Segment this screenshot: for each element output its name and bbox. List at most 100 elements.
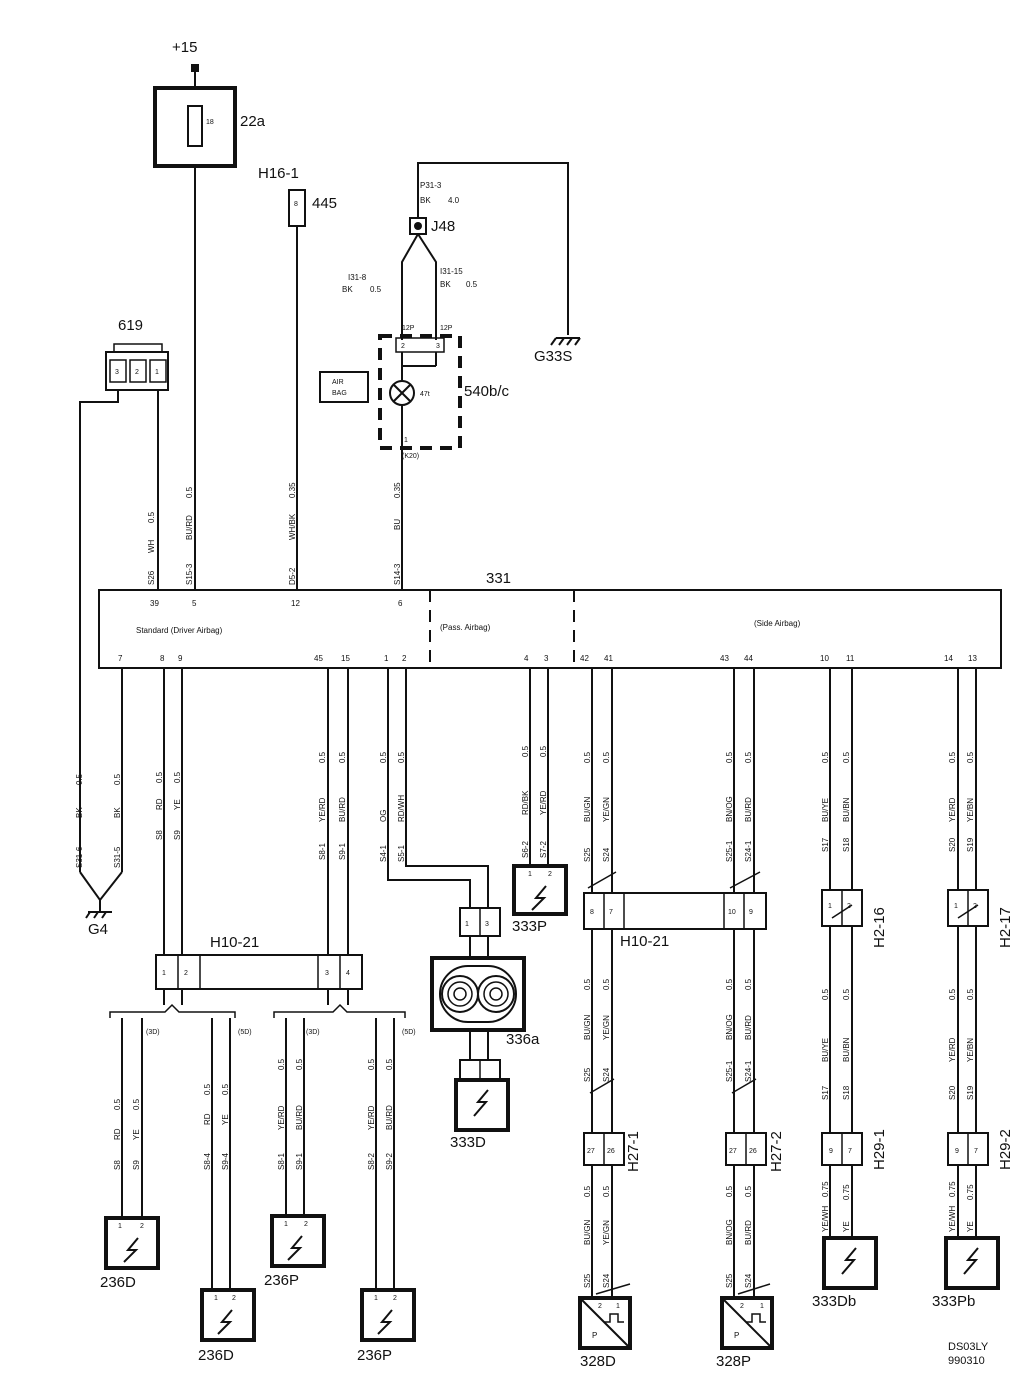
svg-text:H27-2: H27-2 bbox=[768, 1131, 785, 1172]
svg-text:S7-2: S7-2 bbox=[539, 841, 548, 858]
svg-text:0.5: 0.5 bbox=[602, 1185, 611, 1197]
variant-3d-left: (3D) bbox=[146, 1029, 160, 1036]
svg-text:0.5: 0.5 bbox=[295, 1058, 304, 1070]
svg-text:YE/RD: YE/RD bbox=[539, 790, 548, 815]
lamp-housing bbox=[378, 334, 462, 450]
supply-label: +15 bbox=[172, 39, 197, 56]
h10-right-pin-9: 9 bbox=[749, 909, 753, 916]
svg-text:44: 44 bbox=[744, 654, 753, 663]
lamp-pin-2: 2 bbox=[401, 343, 405, 350]
svg-text:42: 42 bbox=[580, 654, 589, 663]
svg-text:328P: 328P bbox=[716, 1353, 751, 1370]
variant-3d-right: (3D) bbox=[306, 1029, 320, 1036]
svg-text:S9: S9 bbox=[173, 830, 182, 840]
svg-text:0.5: 0.5 bbox=[842, 751, 851, 763]
svg-text:333Db: 333Db bbox=[812, 1293, 856, 1310]
lamp-conn-left: 12P bbox=[402, 325, 415, 332]
j48-left-color: BK bbox=[342, 285, 353, 294]
lamp-label: 540b/c bbox=[464, 383, 510, 400]
svg-text:1: 1 bbox=[465, 921, 469, 928]
svg-text:0.75: 0.75 bbox=[948, 1181, 957, 1197]
lower-right-wire-labels: BU/GN 0.5 S25 YE/GN 0.5 S24 BN/OG 0.5 S2… bbox=[583, 978, 975, 1288]
svg-text:1: 1 bbox=[374, 1295, 378, 1302]
wire-s14-3-size: 0.35 bbox=[393, 482, 402, 498]
svg-text:0.5: 0.5 bbox=[583, 1185, 592, 1197]
connector-619-pin-2: 2 bbox=[135, 369, 139, 376]
svg-text:YE/BN: YE/BN bbox=[966, 798, 975, 822]
svg-text:S31-5: S31-5 bbox=[113, 846, 122, 868]
svg-text:0.5: 0.5 bbox=[113, 1098, 122, 1110]
svg-text:BU/RD: BU/RD bbox=[744, 1015, 753, 1040]
svg-text:236P: 236P bbox=[264, 1272, 299, 1289]
connector-h29-2: 9 7 H29-2 bbox=[947, 1129, 1014, 1170]
h10-left-pin-1: 1 bbox=[162, 970, 166, 977]
svg-text:2: 2 bbox=[304, 1221, 308, 1228]
svg-text:YE: YE bbox=[173, 799, 182, 810]
svg-text:1: 1 bbox=[954, 903, 958, 910]
svg-text:S8-1: S8-1 bbox=[318, 843, 327, 860]
j48-right-size: 0.5 bbox=[466, 280, 478, 289]
svg-text:0.5: 0.5 bbox=[744, 1185, 753, 1197]
wire-s14-3-color: BU bbox=[393, 519, 402, 530]
svg-text:S8-2: S8-2 bbox=[367, 1153, 376, 1170]
svg-text:0.5: 0.5 bbox=[744, 978, 753, 990]
svg-text:0.75: 0.75 bbox=[821, 1181, 830, 1197]
svg-text:236D: 236D bbox=[100, 1274, 136, 1291]
svg-text:9: 9 bbox=[178, 654, 183, 663]
wire-s26-size: 0.5 bbox=[147, 511, 156, 523]
svg-text:S9: S9 bbox=[132, 1160, 141, 1170]
svg-text:YE/RD: YE/RD bbox=[367, 1105, 376, 1130]
svg-text:26: 26 bbox=[607, 1148, 615, 1155]
svg-text:S24: S24 bbox=[744, 1273, 753, 1288]
svg-text:YE/RD: YE/RD bbox=[318, 797, 327, 822]
j48-top-pin: P31-3 bbox=[420, 181, 442, 190]
svg-text:0.5: 0.5 bbox=[821, 988, 830, 1000]
svg-text:BU/GN: BU/GN bbox=[583, 796, 592, 822]
squib-333db: 333Db bbox=[812, 1236, 878, 1310]
airbag-badge-line1: AIR bbox=[332, 379, 344, 386]
j48-right-pin: I31-15 bbox=[440, 267, 463, 276]
svg-text:YE/GN: YE/GN bbox=[602, 1220, 611, 1245]
svg-text:BU/RD: BU/RD bbox=[744, 797, 753, 822]
svg-text:0.5: 0.5 bbox=[379, 751, 388, 763]
svg-text:1: 1 bbox=[828, 903, 832, 910]
svg-text:9: 9 bbox=[829, 1148, 833, 1155]
svg-text:43: 43 bbox=[720, 654, 729, 663]
svg-text:0.5: 0.5 bbox=[385, 1058, 394, 1070]
connector-619-label: 619 bbox=[118, 317, 143, 334]
control-unit-331 bbox=[98, 589, 1002, 669]
h10-left-pin-3: 3 bbox=[325, 970, 329, 977]
svg-text:YE/WH: YE/WH bbox=[948, 1206, 957, 1232]
svg-text:BN/OG: BN/OG bbox=[725, 1014, 734, 1040]
svg-text:YE/GN: YE/GN bbox=[602, 1015, 611, 1040]
h10-right-pin-7: 7 bbox=[609, 909, 613, 916]
svg-text:BK: BK bbox=[75, 807, 84, 818]
svg-text:S19: S19 bbox=[966, 837, 975, 852]
variant-5d-left: (5D) bbox=[238, 1029, 252, 1036]
wire-d5-2-size: 0.35 bbox=[288, 482, 297, 498]
fuse-element bbox=[187, 105, 203, 147]
h10-21-right bbox=[583, 892, 767, 930]
svg-text:45: 45 bbox=[314, 654, 323, 663]
svg-text:YE: YE bbox=[966, 1221, 975, 1232]
wire-s15-3-color: BU/RD bbox=[185, 515, 194, 540]
svg-text:0.5: 0.5 bbox=[318, 751, 327, 763]
svg-text:15: 15 bbox=[341, 654, 350, 663]
svg-text:333P: 333P bbox=[512, 918, 547, 935]
section-side-airbag: (Side Airbag) bbox=[754, 619, 801, 628]
svg-text:0.5: 0.5 bbox=[821, 751, 830, 763]
svg-text:BU/GN: BU/GN bbox=[583, 1219, 592, 1245]
fuse-label: 22a bbox=[240, 113, 266, 130]
svg-text:BU/RD: BU/RD bbox=[338, 797, 347, 822]
h10-left-pin-2: 2 bbox=[184, 970, 188, 977]
svg-text:BU/BN: BU/BN bbox=[842, 1037, 851, 1062]
svg-text:RD: RD bbox=[155, 798, 164, 810]
svg-text:S24-1: S24-1 bbox=[744, 1060, 753, 1082]
svg-text:YE/RD: YE/RD bbox=[277, 1105, 286, 1130]
connector-h29-1: 9 7 H29-1 bbox=[821, 1129, 888, 1170]
svg-text:236P: 236P bbox=[357, 1347, 392, 1364]
svg-text:BN/OG: BN/OG bbox=[725, 1219, 734, 1245]
connector-h27-2: 27 26 H27-2 bbox=[725, 1131, 785, 1172]
j48-top-color: BK bbox=[420, 196, 431, 205]
